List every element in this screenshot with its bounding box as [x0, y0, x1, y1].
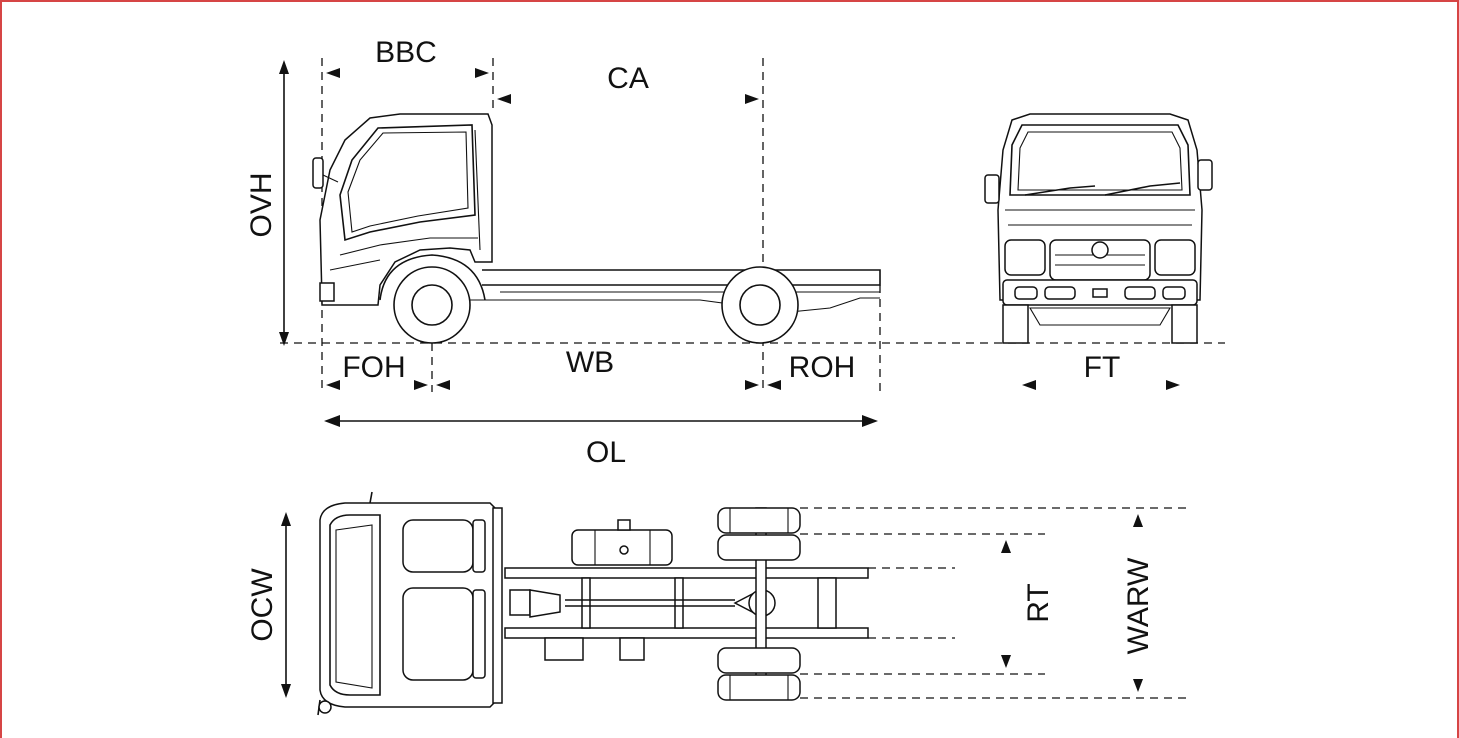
chassis-side — [470, 269, 881, 313]
rear-dual-wheels — [717, 507, 801, 701]
foh-dimension: FOH — [326, 351, 428, 390]
truck-front — [984, 113, 1213, 344]
warw-label: WARW — [1122, 557, 1155, 654]
fuel-tank — [571, 519, 673, 566]
ca-dimension: CA — [497, 62, 759, 104]
ft-dimension: FT — [1022, 351, 1180, 390]
cab-side — [312, 113, 493, 306]
roh-dimension: ROH — [767, 351, 855, 390]
chassis-top — [504, 507, 869, 699]
cab-top — [317, 491, 503, 716]
bbc-dimension: BBC — [326, 36, 489, 78]
warw-dimension: WARW — [1122, 514, 1155, 692]
front-view: FT — [984, 113, 1213, 390]
roh-label: ROH — [789, 351, 856, 384]
ovh-label: OVH — [245, 172, 278, 237]
ol-dimension: OL — [324, 415, 878, 469]
bbc-label: BBC — [375, 36, 437, 69]
ft-label: FT — [1084, 351, 1121, 384]
top-view: OCW — [246, 491, 1190, 716]
rt-label: RT — [1022, 583, 1055, 622]
ol-label: OL — [586, 436, 626, 469]
top-ref-lines — [800, 507, 1190, 699]
ocw-dimension: OCW — [246, 512, 291, 698]
ovh-dimension: OVH — [245, 60, 289, 346]
ca-label: CA — [607, 62, 649, 95]
wb-dimension: WB — [436, 346, 759, 390]
side-view: OVH BBC CA FOH WB ROH — [245, 36, 1225, 469]
rt-dimension: RT — [1001, 540, 1055, 668]
ocw-label: OCW — [246, 568, 279, 642]
rear-wheel — [721, 266, 799, 344]
foh-label: FOH — [342, 351, 405, 384]
wb-label: WB — [566, 346, 614, 379]
front-wheel — [393, 266, 471, 344]
